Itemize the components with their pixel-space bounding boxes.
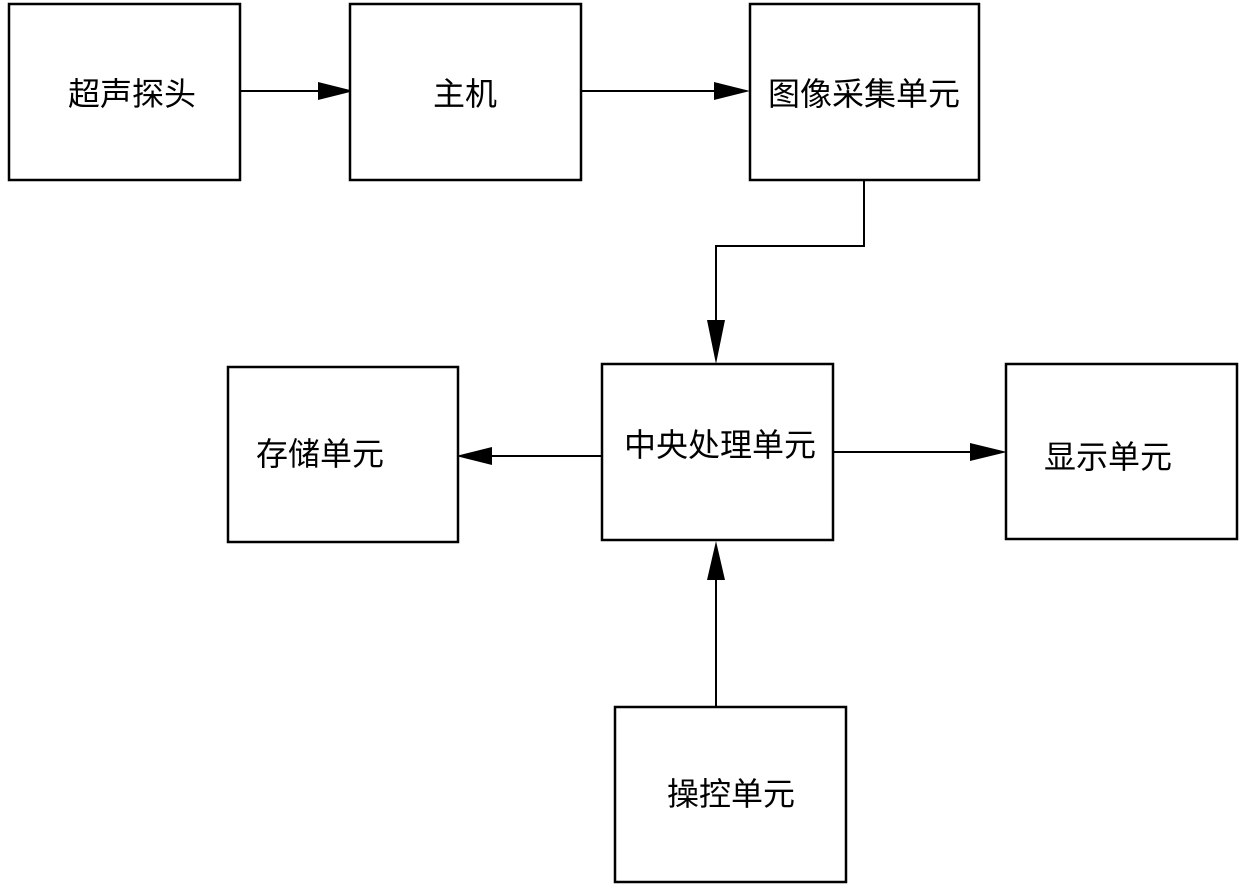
node-storage-label: 存储单元 (256, 435, 384, 473)
node-display: 显示单元 (1006, 364, 1237, 539)
node-control-label: 操控单元 (667, 775, 795, 813)
node-host: 主机 (350, 4, 581, 180)
node-display-label: 显示单元 (1044, 438, 1172, 476)
node-cpu-label: 中央处理单元 (624, 426, 816, 464)
edge-capture-to-cpu (716, 180, 864, 332)
node-probe: 超声探头 (9, 4, 240, 180)
node-cpu: 中央处理单元 (602, 364, 833, 540)
arrowhead-host-to-capture (714, 82, 750, 100)
node-host-label: 主机 (433, 75, 497, 113)
node-storage: 存储单元 (228, 367, 458, 542)
arrowhead-control-to-cpu (707, 541, 725, 580)
node-capture: 图像采集单元 (750, 4, 979, 180)
arrowhead-cpu-to-storage (456, 447, 492, 465)
arrowhead-probe-to-host (318, 82, 354, 100)
arrowhead-capture-to-cpu (707, 320, 725, 364)
node-control: 操控单元 (615, 707, 846, 882)
node-probe-label: 超声探头 (68, 75, 196, 113)
node-capture-label: 图像采集单元 (768, 75, 960, 113)
arrowhead-cpu-to-display (970, 443, 1007, 461)
